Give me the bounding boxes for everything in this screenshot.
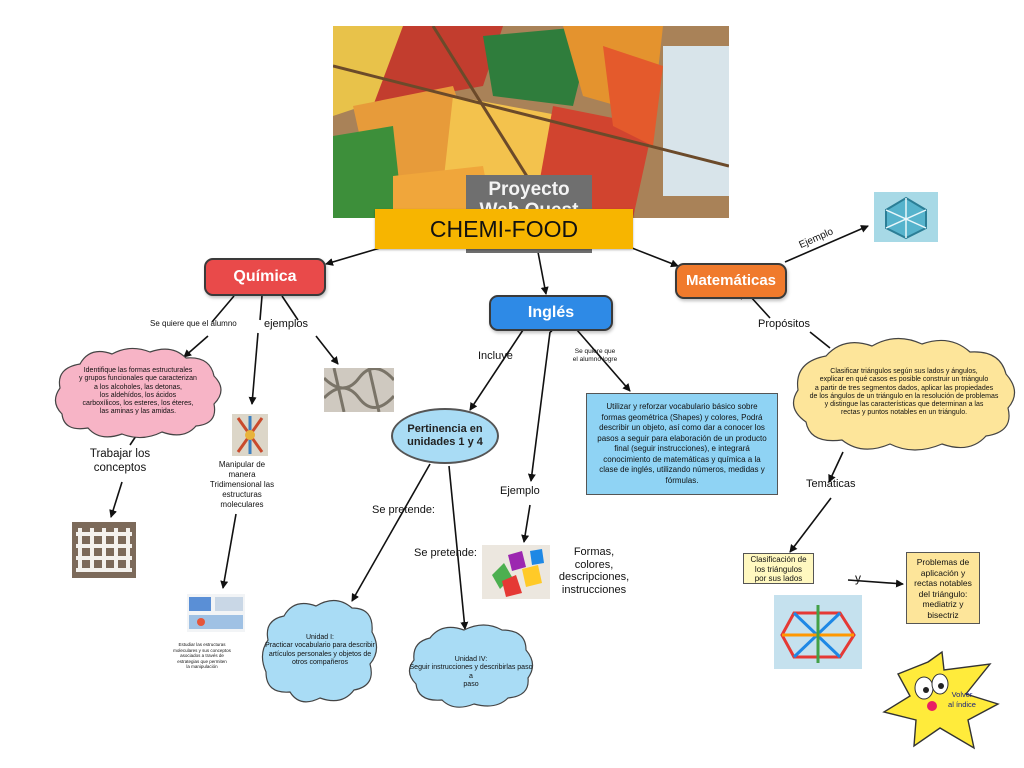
arrow-quim-cloud <box>183 335 209 358</box>
math-triangle-model-image <box>774 595 862 669</box>
math-cloud-shape <box>792 337 1016 451</box>
hero-image <box>333 26 729 218</box>
volver-star-icon[interactable] <box>880 650 1004 750</box>
arrow-mathcloud-tematicas <box>828 451 844 483</box>
quim-trabajar-image <box>72 522 136 578</box>
ing-unidad1-cloud-shape <box>261 599 378 703</box>
node-quimica[interactable]: Química <box>204 258 326 296</box>
math-propositos-label: Propósitos <box>758 318 810 330</box>
ing-unidad1-text: Unidad I:Practicar vocabulario para desc… <box>265 634 375 666</box>
ing-formas-label: Formas,colores,descripciones,instruccion… <box>558 546 630 596</box>
page-title: CHEMI-FOOD <box>375 209 633 249</box>
ing-se-pretende-1: Se pretende: <box>372 504 435 516</box>
node-matematicas[interactable]: Matemáticas <box>675 263 787 299</box>
node-ingles[interactable]: Inglés <box>489 295 613 331</box>
arrow-ejemplo-img <box>521 504 531 543</box>
quim-estudiar-image <box>187 594 245 632</box>
quim-example-image <box>324 368 394 412</box>
math-tematicas-label: Temáticas <box>806 478 856 490</box>
ing-unidad4-text: Unidad IV:Seguir instrucciones y describ… <box>409 656 533 688</box>
arrow-title-matematicas <box>631 247 679 268</box>
arrow-tematicas-clasif <box>789 497 832 553</box>
arrow-quim-ejemplos-img <box>315 335 339 365</box>
ing-incluye-label: Incluye <box>478 350 513 362</box>
ing-objective-box: Utilizar y reforzar vocabulario básico s… <box>586 393 778 495</box>
banner-line-1: Proyecto <box>488 179 570 200</box>
math-example-image <box>874 192 938 242</box>
arrow-pertinencia-u4 <box>448 465 469 630</box>
ing-unidad4-cloud-shape <box>408 624 534 708</box>
arrow-y-problemas <box>847 579 904 588</box>
quim-cloud-shape <box>54 347 222 439</box>
arrow-ingles-box <box>576 329 631 392</box>
arrow-ingles-ejemplo <box>527 331 551 482</box>
arrow-ejemplo-math <box>784 225 869 263</box>
arrow-manipular-estudiar <box>220 513 237 589</box>
ing-se-pretende-2: Se pretende: <box>414 547 477 559</box>
arrow-title-ingles <box>537 251 549 295</box>
quim-manipular-image <box>232 414 268 456</box>
ing-ejemplo-label: Ejemplo <box>500 485 540 497</box>
quim-ejemplos-label: ejemplos <box>264 318 309 330</box>
math-y-label: y <box>855 571 861 585</box>
arrow-ingles-pertinencia <box>469 329 524 411</box>
arrow-trabajar-img <box>109 481 123 518</box>
quim-se-quiere-label: Se quiere que el alumno <box>150 319 237 328</box>
ing-example-image <box>482 545 550 599</box>
arrow-title-quimica <box>325 247 381 266</box>
math-cloud-text: Clasificar triángulos según sus lados y … <box>809 368 999 417</box>
arrow-pertinencia-u1 <box>351 463 431 602</box>
arrow-quim-manipular <box>248 332 259 405</box>
